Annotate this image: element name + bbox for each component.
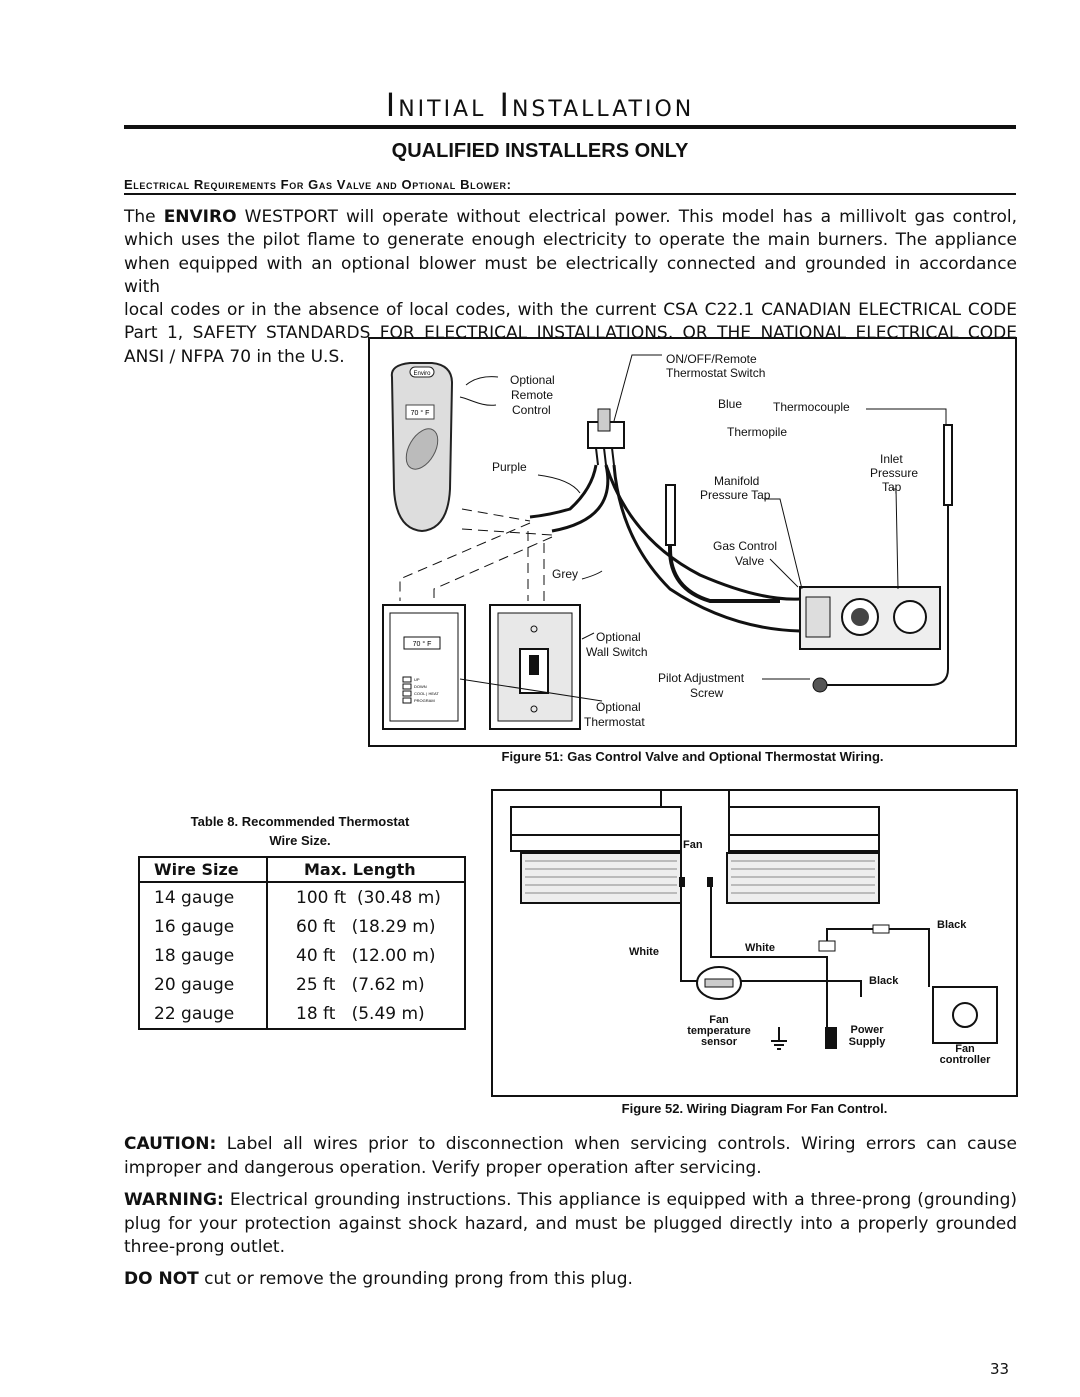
cell-gauge: 20 gauge (138, 970, 268, 999)
fan-blower-illustration (510, 791, 880, 904)
donot-note: DO NOT cut or remove the grounding prong… (124, 1268, 1017, 1292)
cell-length: 100 ft (30.48 m) (266, 882, 466, 912)
label-remote: Remote (511, 388, 553, 402)
table-8-caption-line1: Table 8. Recommended Thermostat (190, 814, 410, 829)
label-supply: Supply (849, 1036, 887, 1048)
label-thermostat-switch: Thermostat Switch (666, 366, 765, 380)
label-power: Power (850, 1024, 884, 1036)
label-thermopile: Thermopile (727, 425, 787, 439)
table-8-caption: Table 8. Recommended Thermostat Wire Siz… (150, 814, 450, 848)
label-screw: Screw (690, 686, 724, 700)
label-sensor-temperature: temperature (687, 1025, 751, 1037)
thermostat-btn-program: PROGRAM (414, 698, 435, 703)
label-fan-controller-2: controller (940, 1054, 991, 1066)
label-on-off-remote: ON/OFF/Remote (666, 352, 757, 366)
label-black-mid: Black (869, 975, 899, 987)
label-white-mid: White (745, 942, 775, 954)
cell-gauge: 16 gauge (138, 912, 268, 941)
figure-52-diagram: Fan Black White White Black Fan temperat… (510, 791, 998, 1066)
label-thermocouple: Thermocouple (773, 400, 850, 414)
label-valve: Valve (735, 554, 764, 568)
on-off-switch-illustration (587, 408, 625, 466)
label-wall-switch: Wall Switch (586, 645, 648, 659)
caution-label: CAUTION: (124, 1134, 217, 1154)
thermostat-illustration: 70 ° F UP DOWN COOL | HEAT PROGRAM (382, 604, 466, 730)
label-optional-1: Optional (510, 373, 555, 387)
col-max-length: Max. Length (266, 856, 466, 883)
label-gas-control: Gas Control (713, 539, 777, 553)
page-number: 33 (990, 1360, 1010, 1378)
page-subtitle: QUALIFIED INSTALLERS ONLY (391, 140, 689, 162)
intro-line-1: The ENVIRO WESTPORT will operate without… (124, 207, 1017, 227)
donot-text: cut or remove the grounding prong from t… (198, 1269, 633, 1289)
wall-switch-illustration (489, 604, 581, 730)
label-tap: Tap (882, 480, 902, 494)
cell-gauge: 18 gauge (138, 941, 268, 970)
table-header-row: Wire Size Max. Length (138, 856, 466, 883)
donot-label: DO NOT (124, 1269, 199, 1289)
warning-note: WARNING: Electrical grounding instructio… (124, 1189, 1017, 1260)
cell-length: 40 ft (12.00 m) (266, 941, 466, 970)
figure-51-caption: Figure 51: Gas Control Valve and Optiona… (501, 749, 884, 764)
section-rule (124, 193, 1016, 195)
label-sensor: sensor (701, 1036, 738, 1048)
intro-line-4: local codes or in the absence of local c… (124, 300, 1017, 321)
label-blue: Blue (718, 397, 742, 411)
intro-line-6: ANSI / NFPA 70 in the U.S. (124, 346, 345, 367)
cell-gauge: 22 gauge (138, 999, 268, 1030)
remote-brand: Enviro (413, 371, 431, 377)
remote-display: 70 ° F (411, 409, 430, 417)
label-inlet: Inlet (880, 452, 903, 466)
label-manifold-pressure-tap: Pressure Tap (700, 488, 771, 502)
label-sensor-fan: Fan (709, 1014, 729, 1026)
page-title: Initial Installation (385, 86, 695, 124)
label-black-top: Black (937, 919, 967, 931)
title-rule (124, 125, 1016, 129)
thermostat-btn-up: UP (414, 677, 420, 682)
label-grey: Grey (552, 567, 578, 581)
remote-control-illustration: Enviro 70 ° F (390, 362, 497, 533)
cell-length: 25 ft (7.62 m) (266, 970, 466, 999)
thermostat-btn-down: DOWN (414, 684, 427, 689)
warning-label: WARNING: (124, 1190, 224, 1210)
cell-length: 18 ft (5.49 m) (266, 999, 466, 1030)
label-manifold: Manifold (714, 474, 759, 488)
label-control: Control (512, 403, 551, 417)
label-purple: Purple (492, 460, 527, 474)
caution-note: CAUTION: Label all wires prior to discon… (124, 1133, 1017, 1180)
label-white-left: White (629, 946, 659, 958)
figure-51-diagram: Enviro 70 ° F Optional Remote Control ON… (382, 352, 953, 730)
intro-line-2: which uses the pilot flame to generate e… (124, 230, 1017, 251)
figure-52-caption: Figure 52. Wiring Diagram For Fan Contro… (621, 1101, 888, 1116)
intro-line-3: when equipped with an optional blower mu… (124, 253, 1017, 297)
warning-text: Electrical grounding instructions. This … (124, 1190, 1017, 1257)
thermostat-btn-cool-heat: COOL | HEAT (414, 691, 439, 696)
label-fan-controller-1: Fan (955, 1043, 975, 1055)
label-thermostat: Thermostat (584, 715, 645, 729)
intro-paragraph: The ENVIRO WESTPORT will operate without… (124, 206, 1017, 369)
caution-text: Label all wires prior to disconnection w… (124, 1134, 1017, 1178)
section-heading: Electrical Requirements For Gas Valve an… (124, 177, 512, 192)
figure-51-frame: Enviro 70 ° F Optional Remote Control ON… (368, 337, 1017, 747)
table-8-caption-line2: Wire Size. (269, 833, 331, 848)
label-pressure: Pressure (870, 466, 918, 480)
cell-length: 60 ft (18.29 m) (266, 912, 466, 941)
label-optional-3: Optional (596, 700, 641, 714)
label-optional-2: Optional (596, 630, 641, 644)
col-wire-size: Wire Size (138, 856, 268, 883)
figure-52-frame: Fan Black White White Black Fan temperat… (491, 789, 1018, 1097)
label-pilot-adjustment: Pilot Adjustment (658, 671, 745, 685)
thermostat-display: 70 ° F (413, 640, 432, 648)
label-fan: Fan (683, 839, 703, 851)
gas-control-valve-illustration (799, 586, 941, 693)
cell-gauge: 14 gauge (138, 882, 268, 912)
